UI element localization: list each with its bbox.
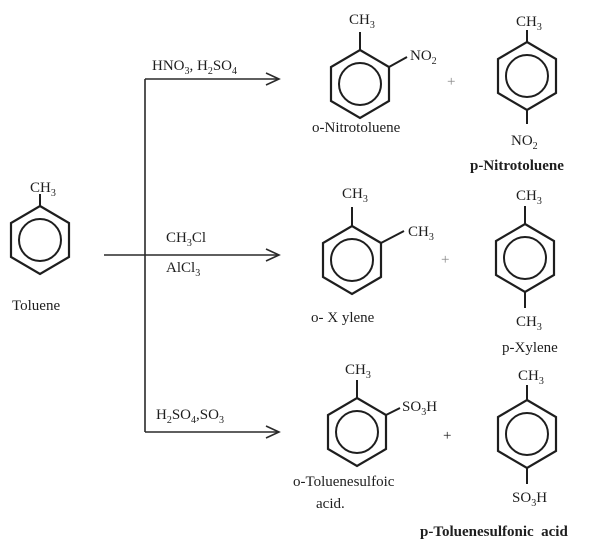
toluene-structure: CH3: [9, 180, 71, 276]
o-xylene-aromatic-circle: [330, 238, 374, 282]
reagent-alkylation-top: CH3Cl: [166, 230, 206, 249]
plus-sign-2: +: [441, 252, 449, 268]
o-toluenesulfonic-aromatic-circle: [335, 410, 379, 454]
toluene-name: Toluene: [12, 298, 60, 314]
arrow-head-alkylation: [265, 248, 281, 262]
p-xylene-name: p-Xylene: [502, 340, 558, 356]
o-nitrotoluene-structure: CH3 NO2: [329, 12, 437, 120]
o-toluenesulfonic-methyl-label: CH3: [345, 362, 371, 381]
reagent-sulfonation: H2SO4,SO3: [156, 407, 224, 426]
toluene-ring: [9, 204, 71, 276]
o-toluenesulfonic-sulfo-label: SO3H: [402, 399, 437, 418]
p-xylene-methyl-label-top: CH3: [516, 188, 542, 207]
p-toluenesulfonic-sulfo-label: SO3H: [512, 490, 547, 509]
p-xylene-structure: CH3 CH3: [494, 188, 556, 333]
o-nitrotoluene-nitro-label: NO2: [410, 48, 437, 67]
toluene-aromatic-circle: [18, 218, 62, 262]
o-xylene-methyl-label-1: CH3: [342, 186, 368, 205]
o-nitrotoluene-methyl-label: CH3: [349, 12, 375, 31]
o-toluenesulfonic-sulfo-bond: [385, 407, 401, 416]
p-xylene-methyl-label-bottom: CH3: [516, 314, 542, 333]
p-toluenesulfonic-name: p-Toluenesulfonic acid: [420, 524, 568, 540]
o-xylene-methyl-bond-2: [380, 230, 405, 244]
o-nitrotoluene-nitro-bond: [388, 56, 408, 68]
p-nitrotoluene-methyl-label: CH3: [516, 14, 542, 33]
reagent-alkylation-bottom: AlCl3: [166, 260, 200, 279]
reagent-nitration: HNO3, H2SO4: [152, 58, 237, 77]
o-nitrotoluene-name: o-Nitrotoluene: [312, 120, 401, 136]
o-toluenesulfonic-structure: CH3 SO3H: [326, 362, 437, 468]
o-toluenesulfonic-name-line1: o-Toluenesulfoic: [293, 474, 395, 490]
o-xylene-name: o- X ylene: [311, 310, 375, 326]
p-toluenesulfonic-structure: CH3 SO3H: [496, 368, 558, 509]
p-nitrotoluene-name: p-Nitrotoluene: [470, 158, 564, 174]
p-nitrotoluene-nitro-label: NO2: [511, 133, 538, 152]
arrow-head-nitration: [265, 72, 281, 86]
p-nitrotoluene-structure: CH3 NO2: [496, 14, 558, 152]
o-nitrotoluene-aromatic-circle: [338, 62, 382, 106]
p-nitrotoluene-aromatic-circle: [505, 54, 549, 98]
plus-sign-1: +: [447, 74, 455, 90]
p-toluenesulfonic-methyl-label: CH3: [518, 368, 544, 387]
o-xylene-structure: CH3 CH3: [321, 186, 434, 296]
plus-sign-3: +: [443, 428, 451, 444]
toluene-methyl-label: CH3: [30, 180, 56, 199]
reaction-arrows: [104, 72, 281, 439]
arrow-head-sulfonation: [265, 425, 281, 439]
p-xylene-aromatic-circle: [503, 236, 547, 280]
o-toluenesulfonic-name-line2: acid.: [316, 496, 345, 512]
p-toluenesulfonic-aromatic-circle: [505, 412, 549, 456]
o-xylene-methyl-label-2: CH3: [408, 224, 434, 243]
